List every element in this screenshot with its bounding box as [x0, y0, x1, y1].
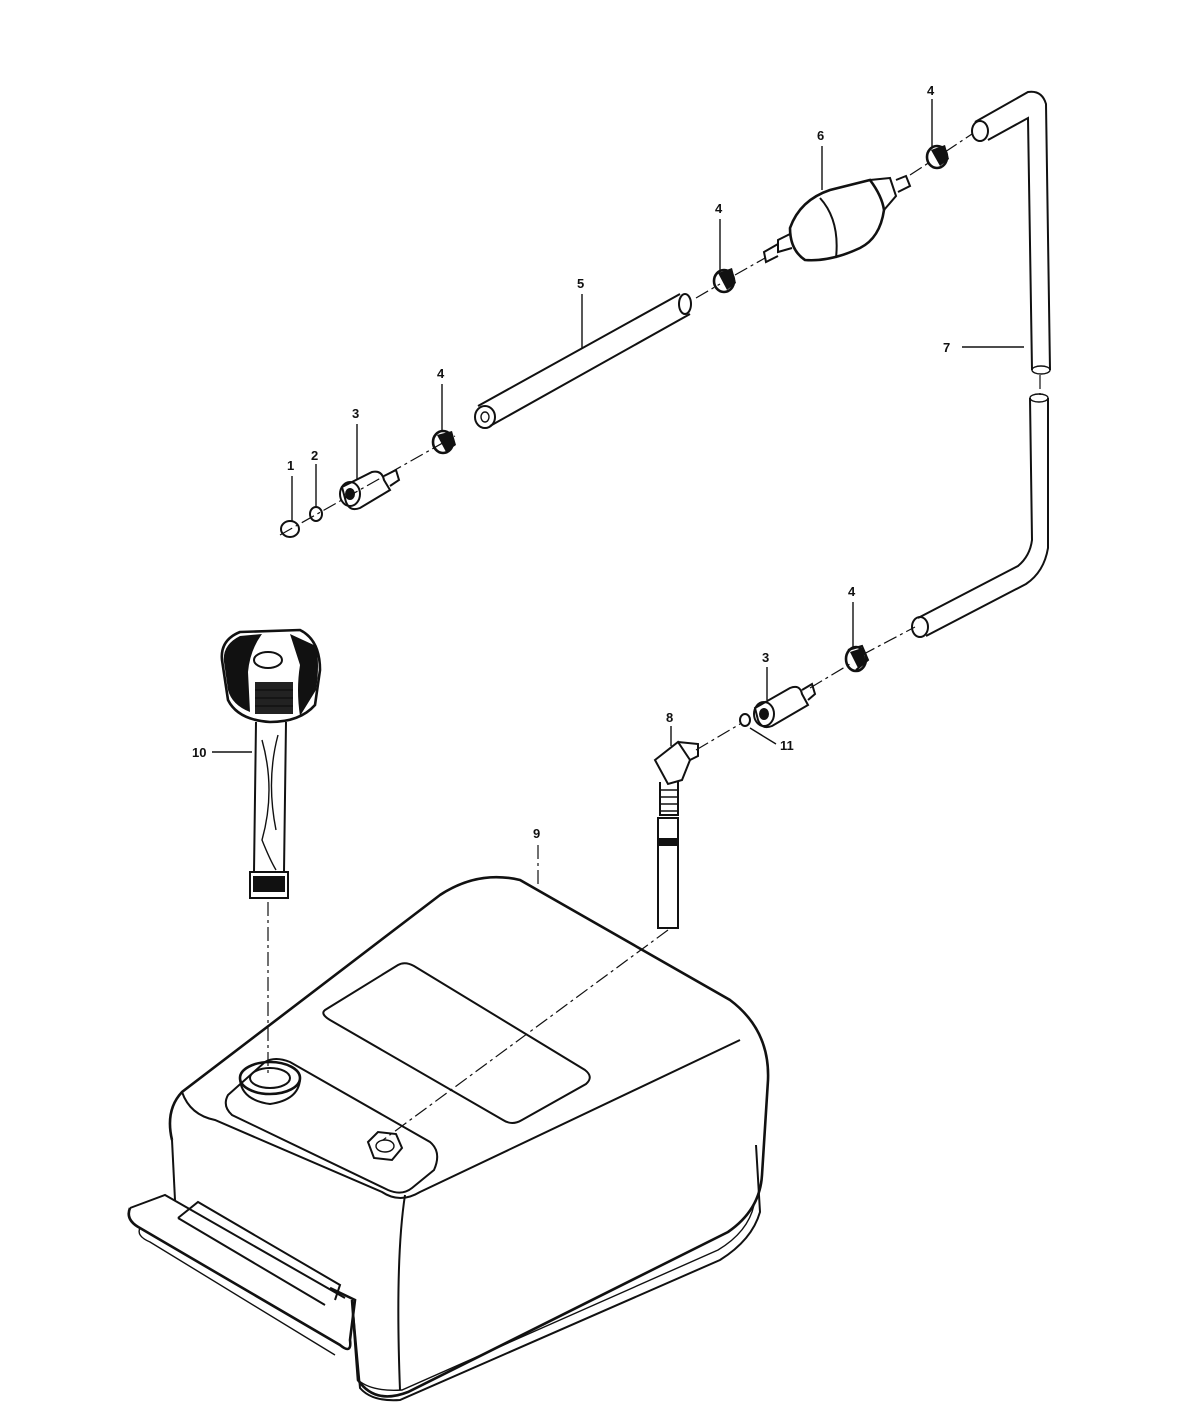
hose-clamp-top-right — [925, 144, 949, 170]
fuel-hose-segment — [474, 293, 692, 429]
callout-4-top-right: 4 — [927, 83, 935, 98]
callout-6: 6 — [817, 128, 824, 143]
callout-5: 5 — [577, 276, 584, 291]
callout-9: 9 — [533, 826, 540, 841]
fuel-gauge-assembly — [212, 628, 322, 899]
hose-clamp-lower-right — [844, 644, 870, 673]
callout-numbers: 1 2 3 4 5 4 6 4 7 4 3 8 11 10 9 — [192, 83, 950, 841]
callout-8: 8 — [666, 710, 673, 725]
pickup-elbow-fitting — [653, 740, 699, 929]
callout-4-mid: 4 — [715, 201, 723, 216]
callout-1: 1 — [287, 458, 294, 473]
callout-leaders — [291, 99, 1024, 746]
callout-3-lower: 3 — [762, 650, 769, 665]
hose-clamp-mid — [712, 268, 736, 294]
callout-7: 7 — [943, 340, 950, 355]
callout-3-upper: 3 — [352, 406, 359, 421]
callout-10: 10 — [192, 745, 206, 760]
primer-bulb — [762, 174, 912, 264]
assembly-centerlines — [267, 133, 1041, 1141]
callout-4-lower-right: 4 — [848, 584, 856, 599]
tank-connector-lower — [739, 682, 817, 729]
callout-11: 11 — [780, 738, 794, 753]
hose-clamp-upper-left — [431, 429, 456, 455]
engine-connector-upper — [280, 468, 401, 538]
fuel-tank — [127, 875, 770, 1402]
callout-4-upper-left: 4 — [437, 366, 445, 381]
callout-2: 2 — [311, 448, 318, 463]
long-fuel-hose — [911, 90, 1051, 638]
